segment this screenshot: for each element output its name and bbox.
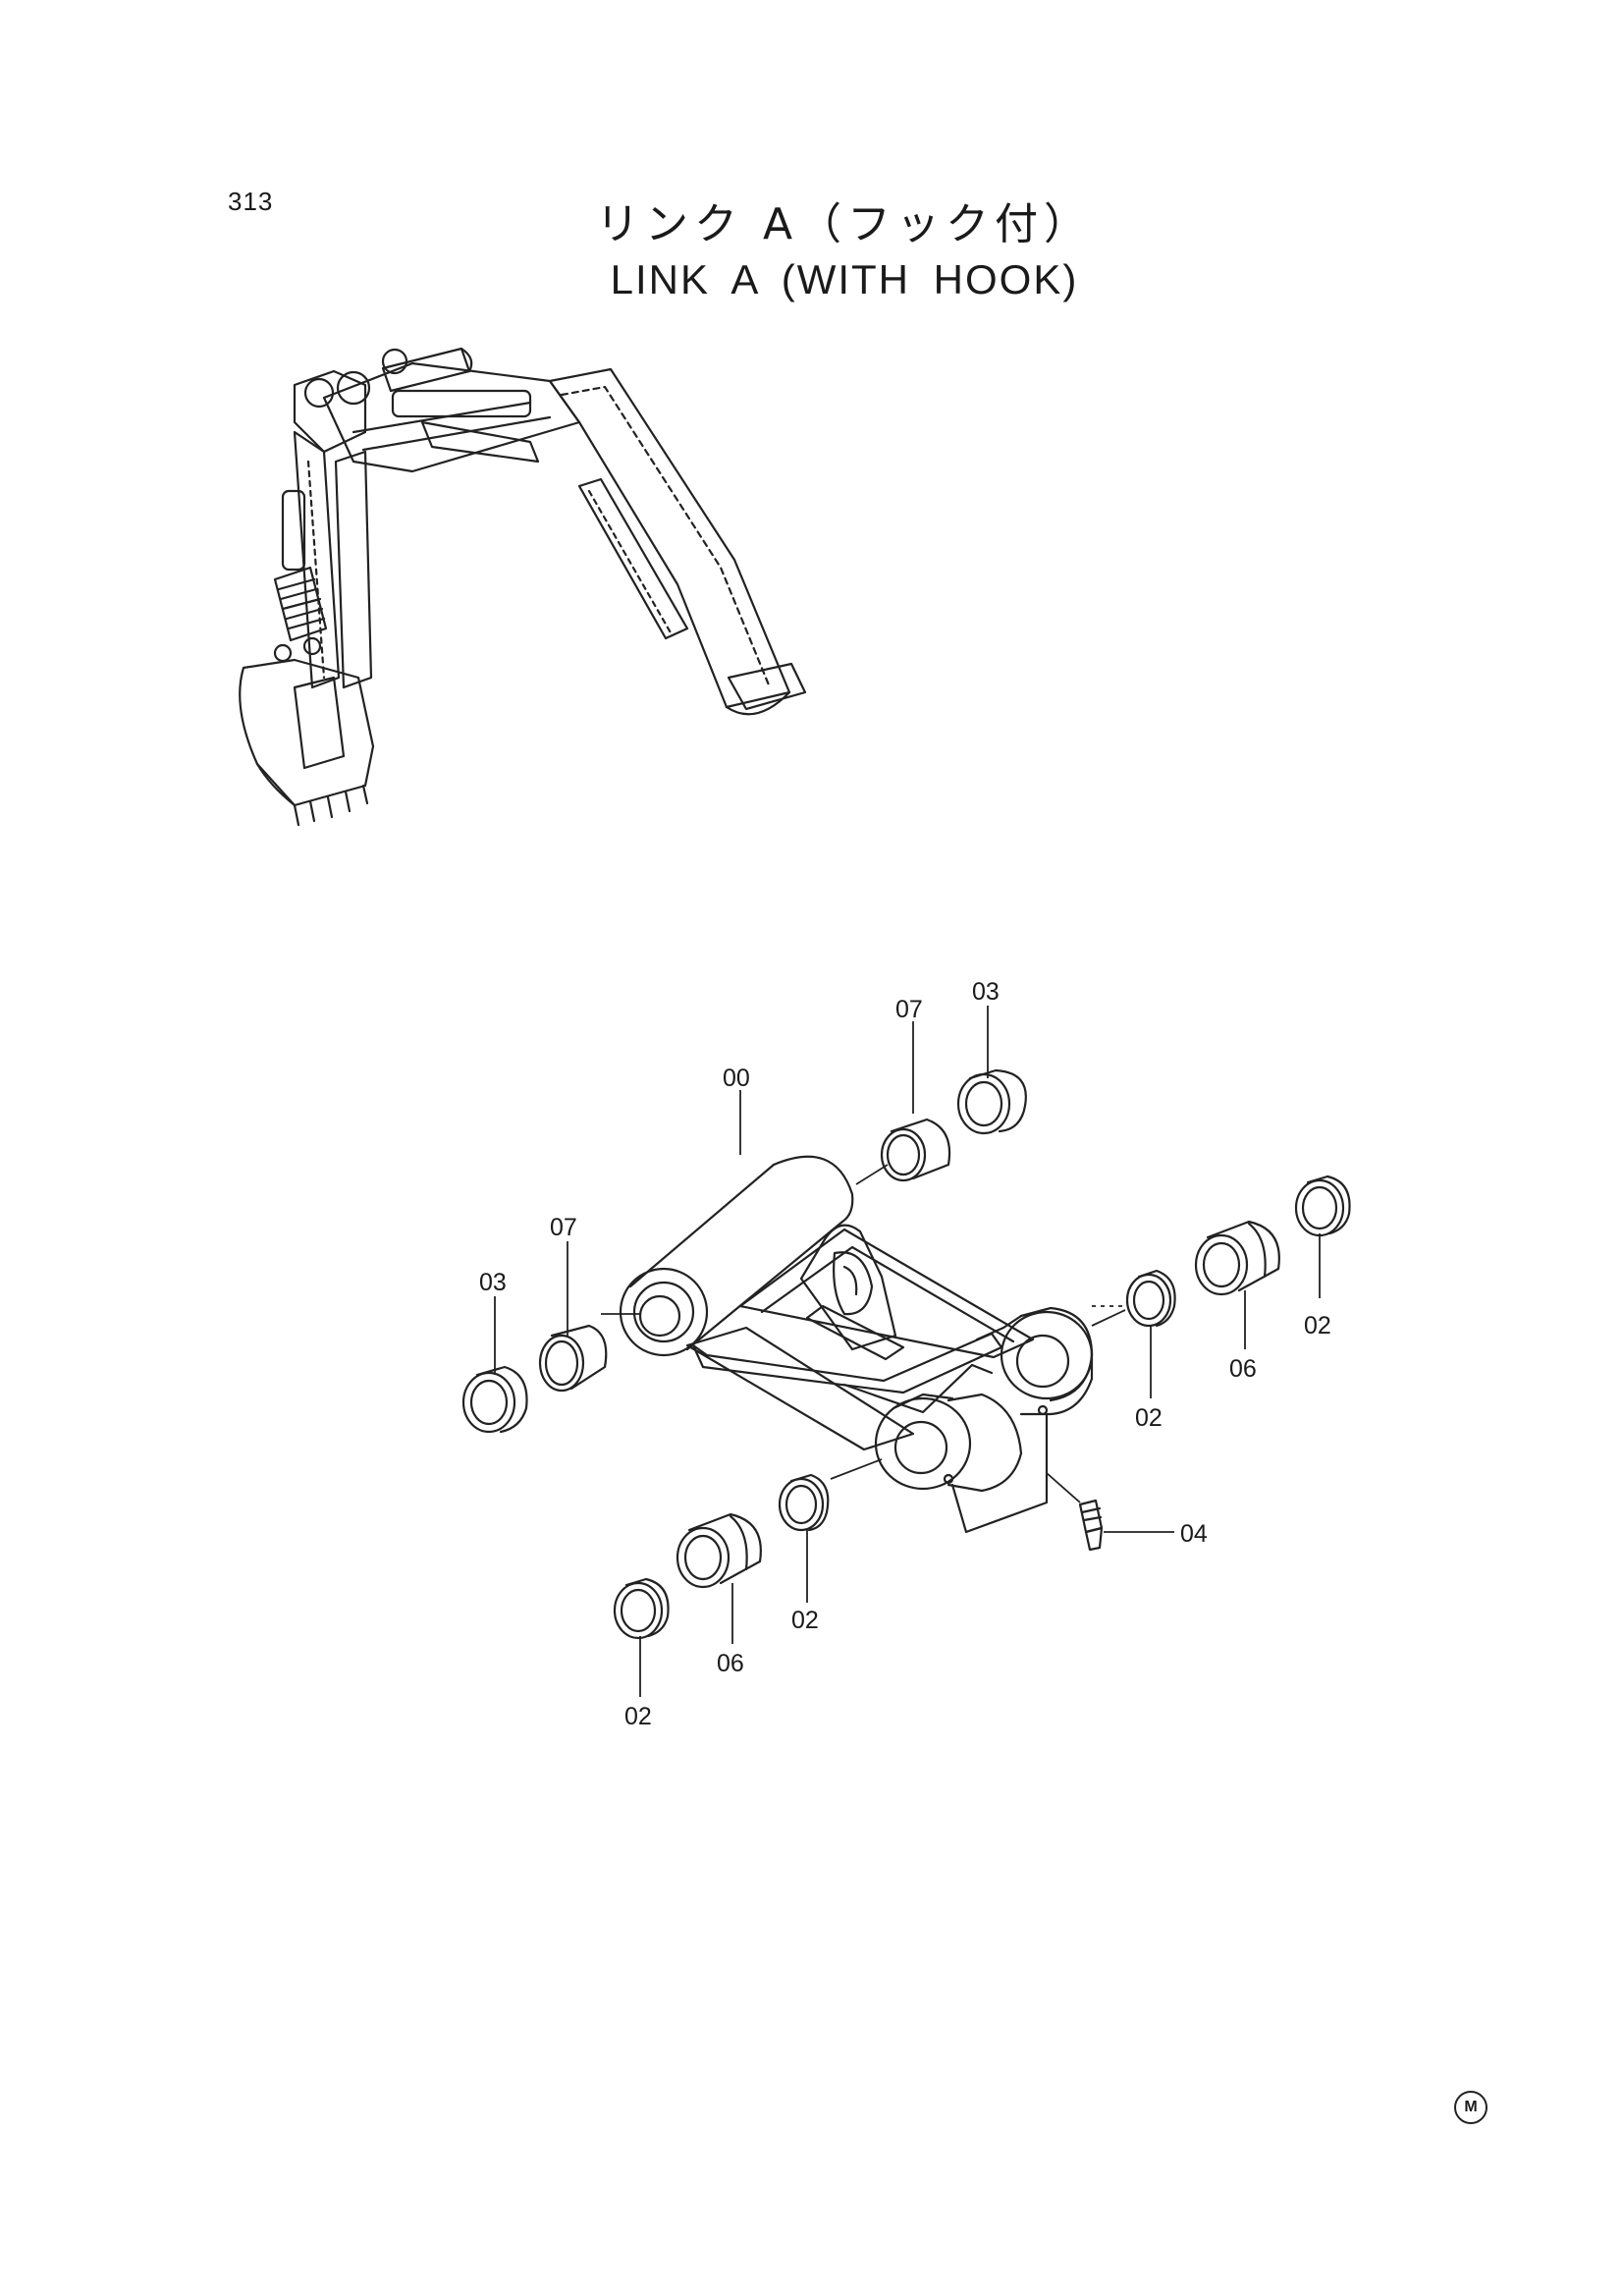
title-block: リンク A（フック付） LINK A (WITH HOOK): [550, 196, 1139, 306]
callout-label: 06: [717, 1650, 744, 1677]
bushing-right-part: [1194, 1220, 1280, 1296]
excavator-arm-overview: [239, 347, 807, 827]
ring-bottom-inner-part: [778, 1473, 830, 1532]
footer-mark-icon: M: [1454, 2091, 1488, 2124]
callout-label: 02: [791, 1607, 819, 1634]
ring-bottom-outer-part: [613, 1577, 670, 1640]
title-english: LINK A (WITH HOOK): [610, 256, 1079, 302]
callout-label: 04: [1180, 1520, 1208, 1548]
title-japanese: リンク A（フック付）: [595, 199, 1094, 249]
pin-collar-top-part: [880, 1118, 951, 1182]
callout-label: 03: [972, 978, 1000, 1006]
seal-top-part: [956, 1068, 1027, 1135]
leader-lines: [494, 1006, 1321, 1697]
bushing-bottom-part: [676, 1512, 762, 1589]
callout-label: 07: [550, 1214, 577, 1241]
callout-label: 06: [1229, 1355, 1257, 1383]
callout-label: 02: [624, 1703, 652, 1730]
callout-labels: 00 07 03 07 03 02 06 02 04 02 06 02: [479, 978, 1331, 1730]
link-a-assembly: [619, 1155, 1094, 1534]
page-number: 313: [228, 187, 274, 216]
seal-left-part: [461, 1365, 528, 1434]
callout-label: 03: [479, 1269, 507, 1296]
ring-right-inner-part: [1125, 1269, 1176, 1328]
ring-right-outer-part: [1294, 1175, 1351, 1237]
pin-collar-left-part: [538, 1324, 608, 1393]
callout-label: 02: [1135, 1404, 1163, 1432]
callout-label: 07: [895, 996, 923, 1023]
callout-label: 00: [723, 1065, 750, 1092]
callout-label: 02: [1304, 1312, 1331, 1339]
grease-fitting-part: [1078, 1499, 1104, 1552]
